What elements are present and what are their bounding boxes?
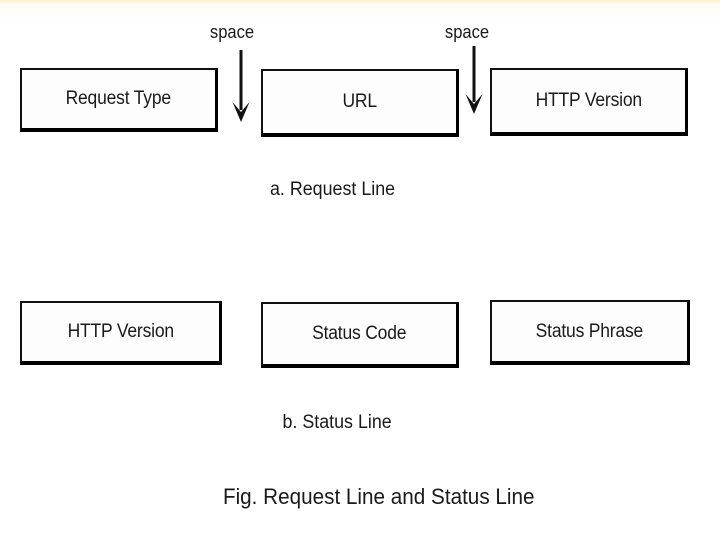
status-http-version-label: HTTP Version [67, 321, 174, 342]
status-phrase-label: Status Phrase [535, 320, 644, 342]
figure-caption: Fig. Request Line and Status Line [222, 484, 535, 509]
down-arrow-icon-2 [465, 46, 483, 114]
status-http-version-box: HTTP Version [20, 301, 222, 365]
slide-top-band-fade [0, 6, 720, 20]
request-http-version-box: HTTP Version [490, 68, 688, 136]
request-type-label: Request Type [65, 88, 172, 109]
url-label: URL [342, 91, 377, 112]
request-http-version-label: HTTP Version [535, 90, 642, 111]
down-arrow-icon-1 [232, 50, 250, 122]
space-label-2: space [444, 22, 490, 42]
slide-top-band [0, 0, 720, 6]
url-box: URL [261, 69, 459, 137]
status-phrase-box: Status Phrase [490, 300, 690, 365]
space-label-1: space [209, 22, 255, 42]
request-line-caption: a. Request Line [269, 179, 396, 200]
status-code-box: Status Code [261, 302, 459, 368]
request-type-box: Request Type [20, 68, 218, 132]
status-code-label: Status Code [312, 323, 407, 344]
status-line-caption: b. Status Line [282, 412, 392, 433]
